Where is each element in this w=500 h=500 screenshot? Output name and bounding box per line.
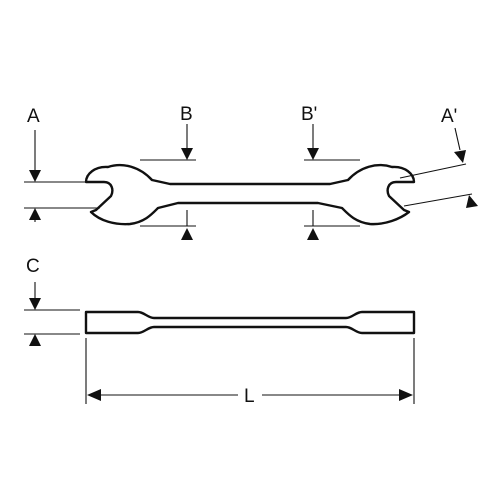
label-b-prime: B': [301, 104, 317, 125]
dim-b-arrow-down: [181, 148, 193, 160]
label-c: C: [26, 256, 40, 277]
dim-bp-arrow-down: [307, 148, 319, 160]
dim-l-arrow-left: [87, 389, 101, 401]
dim-a-arrow-up: [29, 208, 41, 220]
wrench-side-outline: [84, 310, 416, 335]
dim-b-arrow-up: [181, 228, 193, 240]
dim-l-arrow-right: [399, 389, 413, 401]
dim-bp-arrow-up: [307, 228, 319, 240]
dim-ap-ext-top: [399, 163, 467, 179]
label-a-prime: A': [441, 106, 457, 127]
dim-ap-ext-bottom: [403, 193, 473, 207]
dim-ap-arrow-down: [454, 150, 466, 163]
dim-ap-line-top: [454, 127, 461, 151]
dim-a-arrow-down: [29, 170, 41, 182]
label-b: B: [180, 104, 193, 125]
dim-ap-arrow-up: [466, 195, 478, 208]
dim-c-arrow-up: [29, 334, 41, 346]
dim-c-arrow-down: [29, 298, 41, 310]
label-a: A: [27, 106, 40, 127]
wrench-top-outline: [84, 163, 416, 226]
label-l: L: [244, 386, 255, 407]
